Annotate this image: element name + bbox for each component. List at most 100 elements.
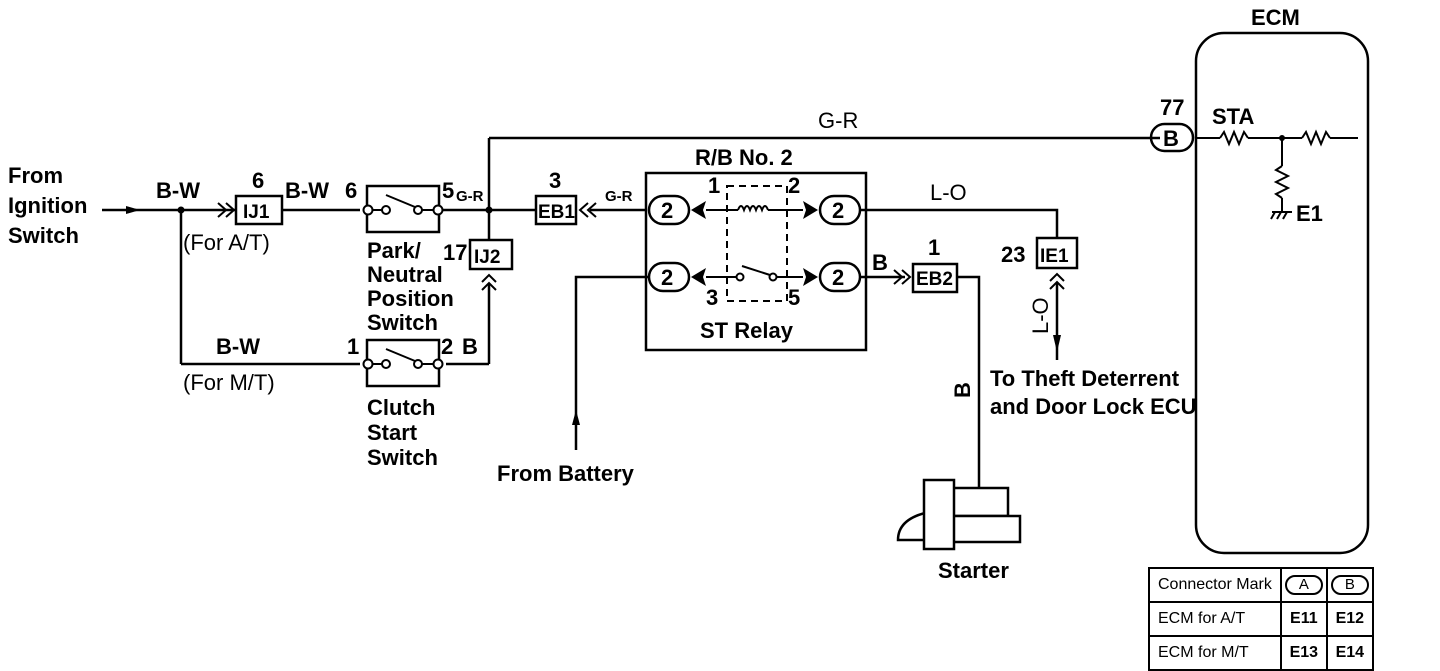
legend-row-label: ECM for A/T [1148, 601, 1282, 637]
pnp-pin-out: 5 [442, 178, 454, 203]
relay-pin-2: 2 [788, 173, 800, 198]
chevron-icon [578, 202, 589, 218]
relay-pin-3: 3 [706, 285, 718, 310]
switch-contact-icon [385, 194, 416, 208]
wire-label-b-starter: B [950, 382, 975, 398]
relay-pin-5: 5 [788, 285, 800, 310]
wire-label-lo-top: L-O [930, 180, 967, 205]
connector-mark-b: B [1330, 575, 1369, 595]
relay-pin-1: 1 [708, 173, 720, 198]
chevron-icon [586, 202, 597, 218]
connector-eb1 [534, 194, 578, 226]
terminal-wedge-icon [803, 268, 818, 286]
connector-ij1-id: IJ1 [243, 202, 270, 223]
connector-mark-a: A [1284, 575, 1323, 595]
connector-ij1-pin: 6 [252, 168, 264, 193]
arrow-icon [126, 206, 140, 214]
relay-terminal: 2 [647, 194, 691, 226]
legend-cell-a: E13 [1279, 635, 1328, 671]
st-relay-outline [726, 185, 788, 302]
relay-terminal: 2 [818, 261, 862, 293]
clutch-start-switch [360, 338, 446, 388]
theft-label-1: To Theft Deterrent [990, 366, 1180, 391]
relay-block-title: R/B No. 2 [695, 145, 793, 170]
connector-ij2 [468, 238, 514, 271]
chevron-icon [1049, 280, 1065, 290]
resistor-icon [1273, 165, 1291, 199]
clutch-label-2: Start [367, 420, 418, 445]
starter-label: Starter [938, 558, 1009, 583]
chevron-icon [901, 269, 912, 285]
terminal-mark: 2 [832, 265, 844, 290]
connector-ij2-pin: 17 [443, 240, 467, 265]
connector-ecm-b-id: B [1163, 126, 1179, 151]
clutch-pin-out: 2 [441, 334, 453, 359]
wire-label-gr-pnp: G-R [456, 188, 484, 205]
pnp-label-4: Switch [367, 310, 438, 335]
pnp-label-3: Position [367, 286, 454, 311]
wire-b-starter [957, 275, 981, 488]
connector-ie1 [1035, 236, 1079, 270]
relay-contact-icon [741, 265, 771, 276]
wire-label-bw-mt: B-W [216, 334, 260, 359]
ecm-sta-label: STA [1212, 104, 1254, 129]
connector-legend-table: Connector Mark A B ECM for A/T E11 E12 E… [1148, 567, 1374, 671]
resistor-icon [1219, 129, 1249, 147]
legend-row: ECM for A/T E11 E12 [1148, 601, 1374, 637]
park-neutral-switch [360, 184, 446, 234]
connector-eb2-id: EB2 [916, 269, 953, 290]
ignition-source: From Ignition Switch [8, 163, 87, 248]
connector-eb2-pin: 1 [928, 235, 940, 260]
relay-terminal: 2 [647, 261, 691, 293]
terminal-mark: 2 [661, 265, 673, 290]
starter-motor-icon [896, 478, 1022, 551]
clutch-label-1: Clutch [367, 395, 435, 420]
ground-icon [1270, 211, 1292, 220]
connector-eb1-id: EB1 [538, 202, 575, 223]
legend-header: Connector Mark [1148, 567, 1282, 603]
ignition-label-line1: From [8, 163, 63, 188]
terminal-mark: 2 [661, 198, 673, 223]
junction-dot [485, 206, 493, 214]
theft-label-2: and Door Lock ECU [990, 394, 1197, 419]
resistor-icon [1301, 129, 1331, 147]
st-relay-label: ST Relay [700, 318, 794, 343]
legend-cell-b: E12 [1325, 601, 1374, 637]
terminal-wedge-icon [691, 268, 706, 286]
wire-label-bw-2: B-W [285, 178, 329, 203]
arrow-up-icon [572, 410, 580, 425]
terminal-wedge-icon [803, 201, 818, 219]
connector-eb1-pin: 3 [549, 168, 561, 193]
ecm-box [1194, 31, 1370, 555]
ignition-label-line2: Ignition [8, 193, 87, 218]
note-for-at: (For A/T) [183, 230, 270, 255]
chevron-icon [1049, 272, 1065, 282]
terminal-wedge-icon [691, 201, 706, 219]
coil-icon [737, 205, 769, 213]
wire-label-gr-eb1: G-R [605, 188, 633, 205]
connector-ij2-id: IJ2 [474, 247, 500, 268]
chevron-icon [225, 202, 236, 218]
connector-ecm-b-pin: 77 [1160, 95, 1184, 120]
chevron-icon [217, 202, 228, 218]
wire-label-bw: B-W [156, 178, 200, 203]
legend-row: ECM for M/T E13 E14 [1148, 635, 1374, 671]
ignition-label-line3: Switch [8, 223, 79, 248]
ecm-e1-label: E1 [1296, 201, 1323, 226]
legend-mark-b: B [1325, 567, 1374, 603]
wire-label-gr-top: G-R [818, 108, 858, 133]
legend-cell-a: E11 [1279, 601, 1328, 637]
connector-ie1-pin: 23 [1001, 242, 1025, 267]
legend-mark-a: A [1279, 567, 1328, 603]
wire-lo-top [860, 208, 1059, 238]
battery-label: From Battery [497, 461, 635, 486]
switch-contact-icon [385, 348, 416, 362]
wire-label-b-clutch: B [462, 334, 478, 359]
wire-label-lo-down: L-O [1028, 297, 1053, 334]
note-for-mt: (For M/T) [183, 370, 275, 395]
relay-terminal: 2 [818, 194, 862, 226]
legend-header-row: Connector Mark A B [1148, 567, 1374, 603]
wire-label-b-relay: B [872, 250, 888, 275]
clutch-label-3: Switch [367, 445, 438, 470]
